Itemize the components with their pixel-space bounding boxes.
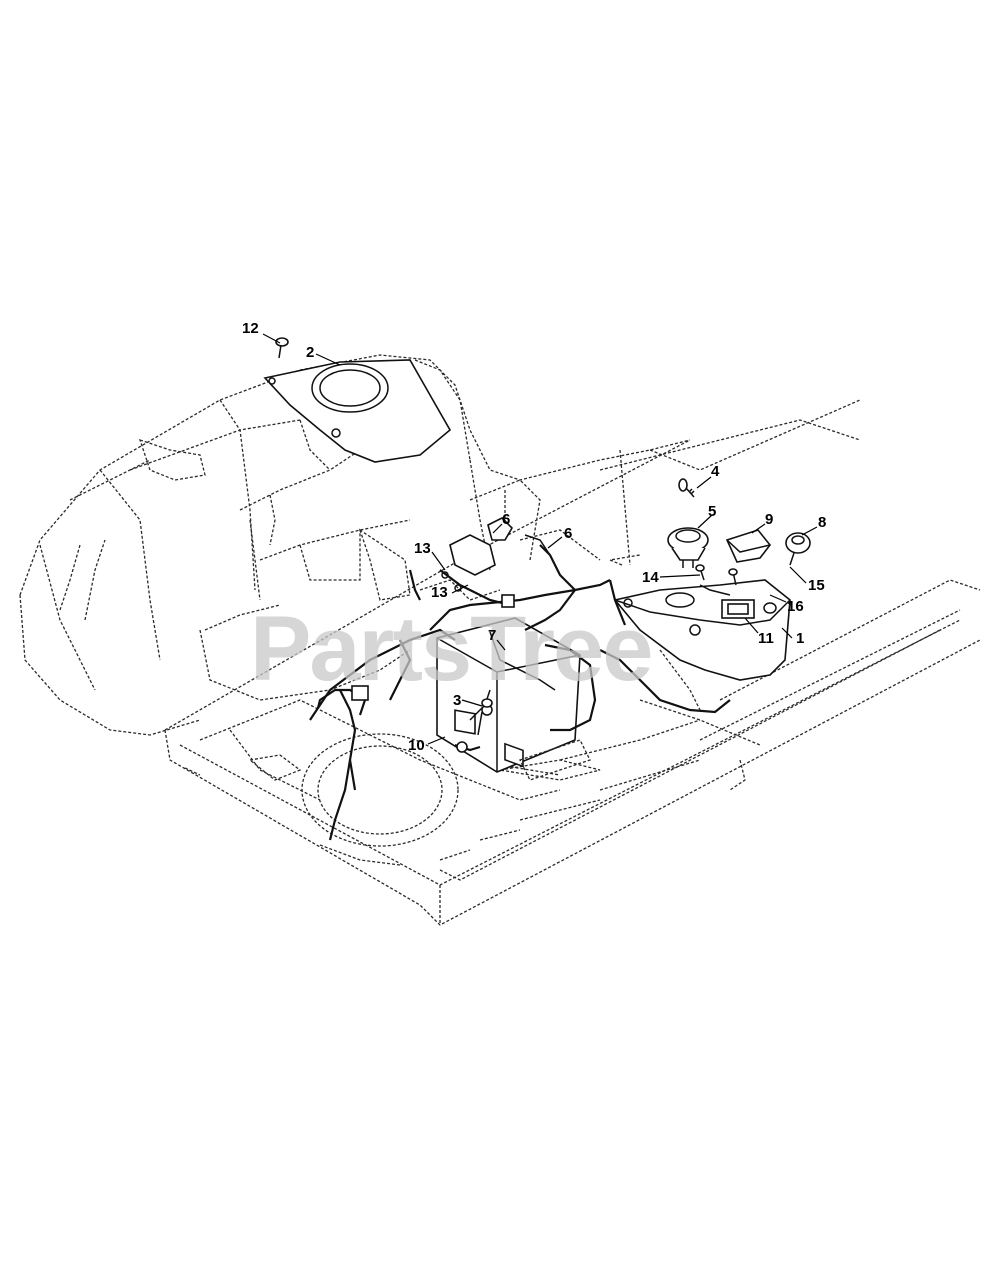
callouts: 12 2 4 5 9 8 6 6 13 13 14 15 16 11 1 7 3… [242, 320, 826, 754]
battery [436, 617, 591, 781]
callout-9: 9 [765, 511, 773, 528]
callout-8: 8 [818, 514, 826, 531]
pto-switch [725, 529, 772, 563]
callout-3: 3 [453, 692, 461, 709]
callout-14: 14 [642, 569, 659, 586]
callout-leaders [262, 333, 818, 745]
console [613, 579, 791, 711]
watermark-logo: PartsTree [250, 598, 651, 700]
console-screw-16 [728, 568, 738, 586]
callout-10: 10 [408, 737, 425, 754]
callout-6-right: 6 [564, 525, 572, 542]
callout-16: 16 [787, 598, 804, 615]
screw-12 [275, 337, 289, 359]
callout-13-upper: 13 [414, 540, 431, 557]
callout-5: 5 [708, 503, 716, 520]
ignition-switch [667, 527, 709, 568]
solenoid-area [441, 517, 551, 592]
callout-4: 4 [711, 463, 720, 480]
console-screw-14 [695, 564, 705, 581]
throttle-knob [785, 532, 811, 566]
callout-15: 15 [808, 577, 825, 594]
callout-6-left: 6 [502, 511, 510, 528]
callout-7: 7 [488, 627, 496, 644]
callout-12-top: 12 [242, 320, 259, 337]
ignition-key [678, 478, 695, 498]
callout-1: 1 [796, 630, 804, 647]
callout-2: 2 [306, 344, 314, 361]
dash-panel [263, 359, 452, 463]
wiring-harness [309, 544, 731, 841]
callout-13-lower: 13 [431, 584, 448, 601]
screw-3 [481, 698, 493, 708]
callout-11: 11 [758, 630, 774, 647]
